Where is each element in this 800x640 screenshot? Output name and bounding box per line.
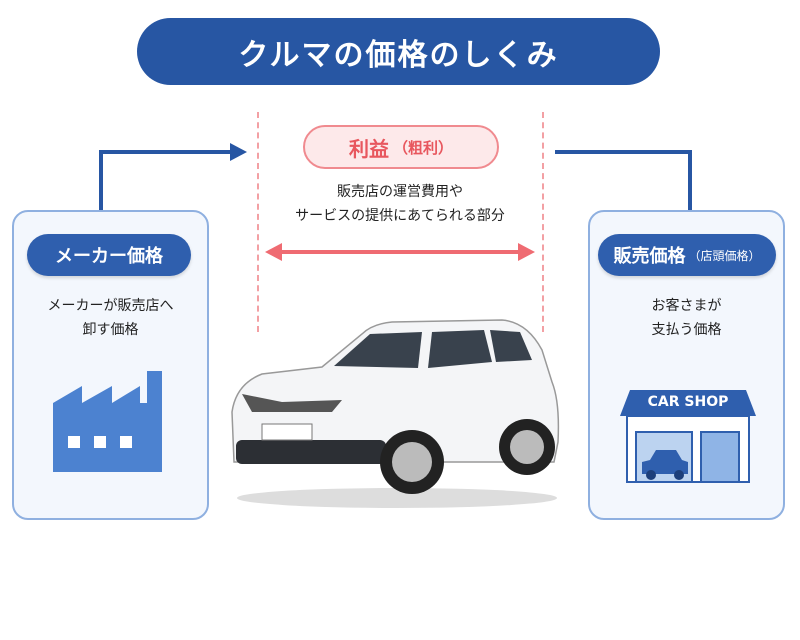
maker-line1: メーカーが販売店へ	[47, 298, 174, 314]
retail-line2: 支払う価格	[651, 322, 722, 338]
profit-line1: 販売店の運営費用や	[337, 184, 463, 200]
car-shop-icon: CAR SHOP	[618, 388, 758, 484]
divider-left	[257, 112, 259, 332]
factory-icon	[53, 371, 162, 472]
retail-sub: （店頭価格）	[688, 248, 761, 263]
profit-description: 販売店の運営費用やサービスの提供にあてられる部分	[260, 180, 540, 228]
car-image	[231, 319, 560, 508]
arrow-right-icon	[230, 143, 247, 161]
profit-sub: （粗利）	[392, 138, 453, 157]
retail-description: お客さまが支払う価格	[590, 294, 783, 342]
profit-line2: サービスの提供にあてられる部分	[295, 208, 505, 224]
retail-pill: 販売価格（店頭価格）	[598, 234, 776, 276]
maker-description: メーカーが販売店へ卸す価格	[14, 294, 207, 342]
page-title: クルマの価格のしくみ	[137, 18, 660, 85]
arrow-right-icon	[518, 243, 535, 261]
profit-label: 利益	[348, 136, 389, 161]
retail-label: 販売価格	[613, 246, 686, 267]
profit-pill: 利益（粗利）	[303, 125, 499, 169]
retail-line1: お客さまが	[651, 298, 722, 314]
maker-pill: メーカー価格	[27, 234, 191, 276]
shop-sign: CAR SHOP	[647, 394, 729, 410]
maker-line2: 卸す価格	[82, 322, 139, 338]
divider-right	[542, 112, 544, 332]
arrow-left-icon	[265, 243, 282, 261]
